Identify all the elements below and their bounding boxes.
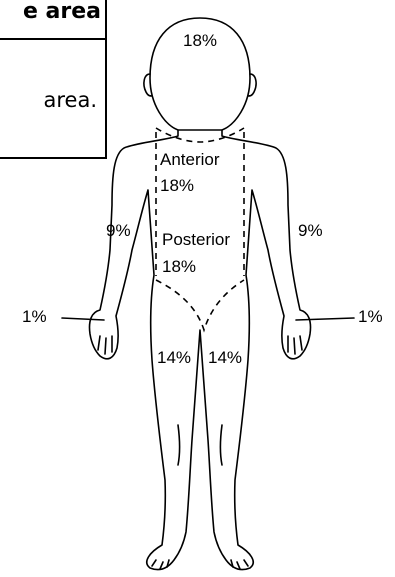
- right-leg-percent-label: 14%: [208, 348, 242, 367]
- left-arm-percent-label: 9%: [106, 221, 131, 240]
- left-leg-percent-label: 14%: [157, 348, 191, 367]
- groin-dashed-line: [156, 280, 244, 330]
- left-hand-percent-label: 1%: [22, 307, 47, 326]
- posterior-percent-label: 18%: [162, 257, 196, 276]
- posterior-label: Posterior: [162, 230, 230, 249]
- right-arm-percent-label: 9%: [298, 221, 323, 240]
- left-hand-pointer: [62, 318, 104, 320]
- anterior-percent-label: 18%: [160, 176, 194, 195]
- right-hand-fingers: [288, 336, 302, 354]
- head-percent-label: 18%: [183, 31, 217, 50]
- left-hand-fingers: [98, 336, 112, 354]
- right-knee: [221, 425, 223, 465]
- anterior-label: Anterior: [160, 150, 220, 169]
- right-hand-percent-label: 1%: [358, 307, 383, 326]
- right-hand-pointer: [296, 318, 354, 320]
- left-knee: [178, 425, 180, 465]
- body-outline: [89, 130, 310, 570]
